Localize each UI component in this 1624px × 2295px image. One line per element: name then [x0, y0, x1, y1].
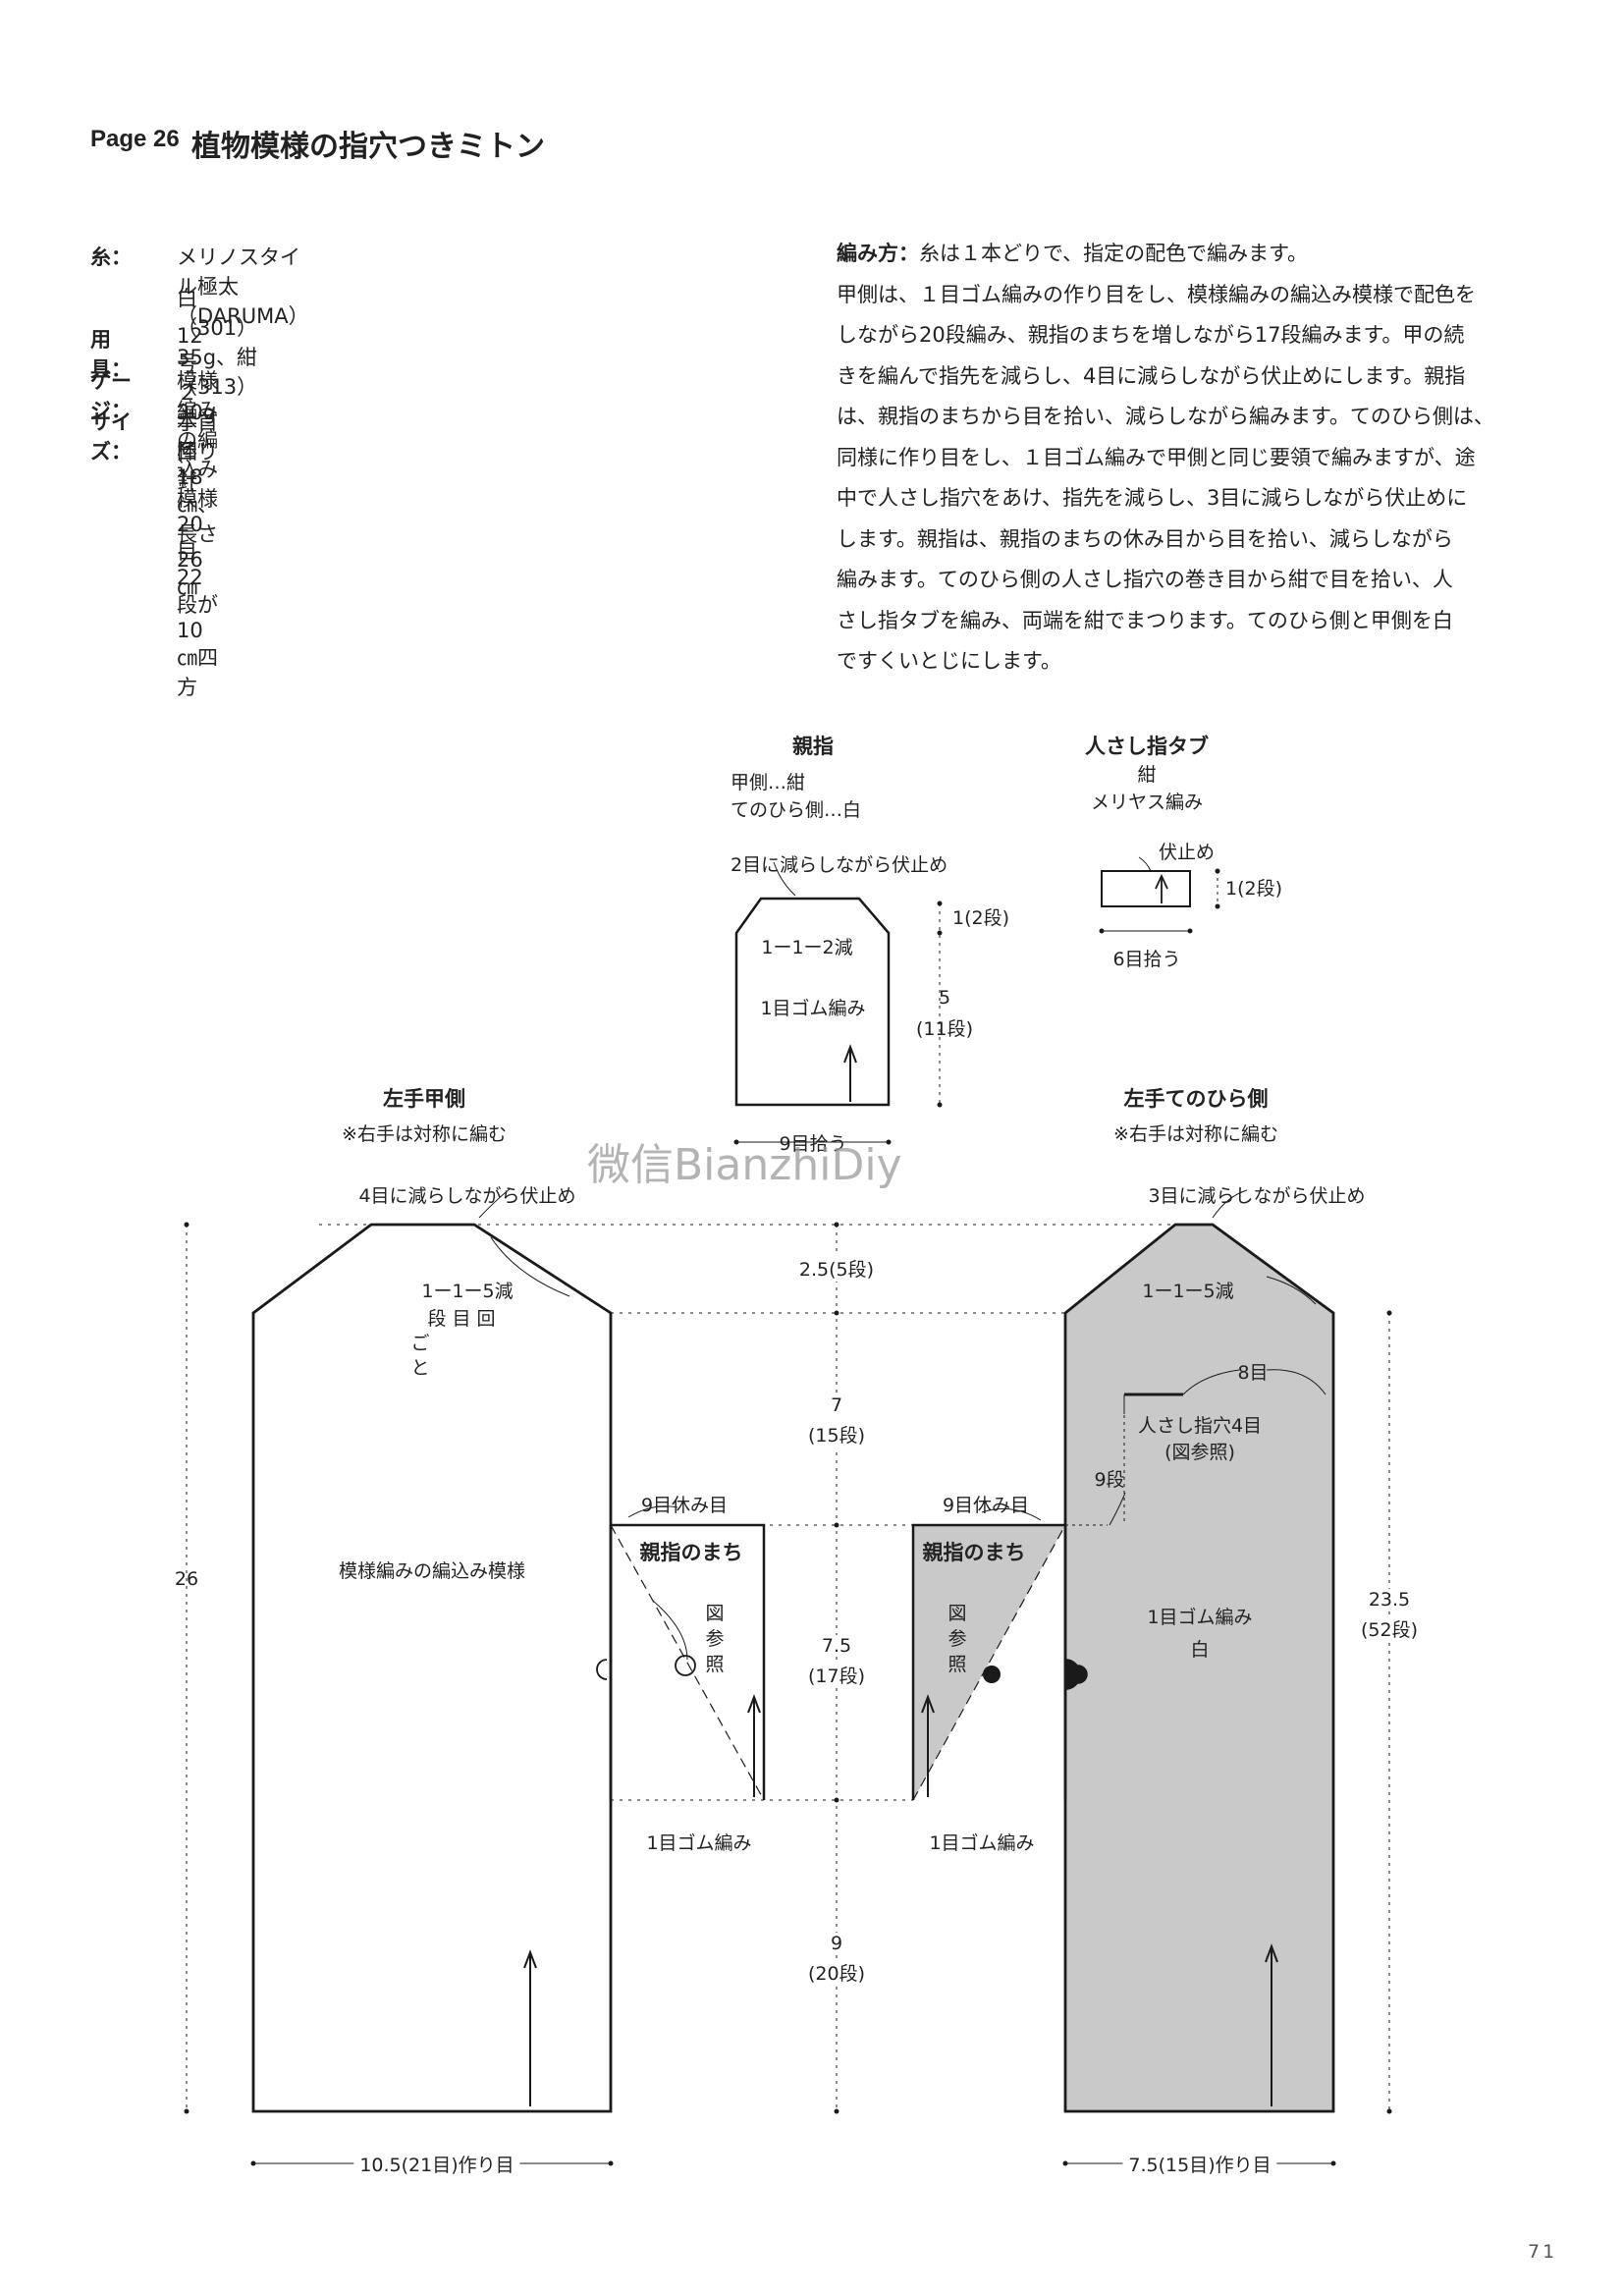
tab-pickup: 6目拾う: [1112, 949, 1181, 970]
left-back-caston: 10.5(21目)作り目: [353, 2151, 520, 2177]
index-hole-label: 人さし指穴4目: [1137, 1415, 1263, 1437]
left-back-decrease: 1ー1ー5減: [421, 1281, 514, 1302]
spec-key: 用具：: [90, 328, 132, 381]
left-back-ref-2: 参: [705, 1628, 725, 1650]
spec-value: 12号２本棒針: [177, 324, 203, 493]
thumb-rib: 1目ゴム編み: [760, 998, 866, 1019]
left-palm-rest-stitches: 9目休み目: [942, 1495, 1030, 1516]
left-palm-ref-2: 参: [947, 1628, 967, 1650]
method-line: 中で人さし指穴をあけ、指先を減らし、3目に減らしながら伏止めに: [837, 486, 1468, 510]
spec-value: 白（301）35g、紺（313）30g: [177, 287, 258, 424]
method-line: は、親指のまちから目を拾い、減らしながら編みます。てのひら側は、: [837, 405, 1494, 428]
left-back-title: 左手甲側: [383, 1087, 465, 1111]
left-back-decrease-legend-2: ご: [410, 1333, 430, 1354]
thumb-pickup: 9目拾う: [779, 1133, 847, 1155]
thumb-title: 親指: [792, 735, 834, 758]
left-back-gusset: [596, 1505, 766, 1801]
tab-stitch: メリヤス編み: [1090, 792, 1204, 813]
method-line: ですくいとじにします。: [837, 649, 1061, 673]
left-back-decrease-legend: 段 目 回: [427, 1308, 496, 1330]
left-back-rib: 1目ゴム編み: [646, 1832, 752, 1854]
thumb-bindoff: 2目に減らしながら伏止め: [731, 854, 948, 876]
thumb-decrease: 1ー1ー2減: [761, 937, 853, 958]
thumb-piece: [733, 861, 943, 1145]
left-back-piece: [184, 1187, 614, 2166]
dim-cuff: 9: [827, 1933, 846, 1954]
tab-bindoff: 伏止め: [1159, 842, 1216, 863]
thumb-note-back: 甲側…紺: [731, 772, 806, 793]
page-number: 71: [1528, 2241, 1558, 2263]
method-line: 編みます。てのひら側の人さし指穴の巻き目から紺で目を拾い、人: [837, 568, 1453, 591]
left-back-gusset-label: 親指のまち: [639, 1541, 743, 1564]
index-hole-rows: 9段: [1094, 1469, 1125, 1491]
dim-top: 2.5(5段): [795, 1255, 878, 1282]
left-back-ref: 図: [705, 1603, 725, 1624]
method-line: さし指タブを編み、両端を紺でまつります。てのひら側と甲側を白: [837, 608, 1453, 632]
left-back-decrease-legend-3: と: [410, 1357, 430, 1379]
page-title: 植物模様の指穴つきミトン: [191, 130, 545, 164]
spec-value: メリノスタイル極太（DARUMA）: [177, 246, 309, 328]
method-line: 糸は１本どりで、指定の配色で編みます。: [919, 242, 1309, 265]
left-palm-gusset: [911, 1492, 1126, 1801]
dim-upper: 7: [827, 1394, 846, 1416]
dim-gusset-rows: (17段): [804, 1662, 869, 1688]
left-palm-decrease: 1ー1ー5減: [1142, 1281, 1234, 1302]
left-palm-ref: 図: [947, 1603, 967, 1624]
left-back-note: ※右手は対称に編む: [342, 1123, 507, 1145]
left-palm-title: 左手てのひら側: [1123, 1087, 1269, 1111]
method-line: しながら20段編み、親指のまちを増しながら17段編みます。甲の続: [837, 323, 1465, 347]
page-label: Page 26: [90, 126, 180, 152]
left-back-bindoff: 4目に減らしながら伏止め: [358, 1185, 576, 1207]
left-palm-piece: [1062, 1189, 1392, 2166]
method-label: 編み方：: [837, 242, 919, 265]
left-back-rest-stitches: 9目休み目: [640, 1495, 729, 1516]
dim-cuff-rows: (20段): [804, 1959, 869, 1986]
left-back-ref-3: 照: [705, 1654, 725, 1675]
index-hole-ref: (図参照): [1164, 1442, 1235, 1463]
watermark: 微信BianzhiDiy: [587, 1140, 902, 1190]
spec-value: 手首回り18㎝、長さ26㎝: [177, 410, 218, 599]
thumb-length: 5: [938, 987, 951, 1009]
left-palm-gusset-label: 親指のまち: [922, 1541, 1026, 1564]
spec-key: 糸：: [90, 246, 132, 269]
finger-tab: [1099, 856, 1220, 934]
left-palm-cuff-rib: 1目ゴム編み: [929, 1832, 1035, 1854]
left-back-length: 26: [174, 1568, 199, 1590]
left-palm-length-rows: (52段): [1357, 1615, 1422, 1642]
thumb-note-palm: てのひら側…白: [731, 799, 862, 821]
method-line: 甲側は、１目ゴム編みの作り目をし、模様編みの編込み模様で配色を: [837, 282, 1476, 306]
spec-key: ゲージ：: [90, 369, 132, 422]
dim-gusset: 7.5: [818, 1635, 855, 1657]
left-palm-rib: 1目ゴム編み: [1147, 1607, 1253, 1628]
left-back-pattern: 模様編みの編込み模様: [338, 1560, 526, 1582]
thumb-top-rows: 1(2段): [952, 907, 1010, 929]
left-palm-ref-3: 照: [947, 1654, 967, 1675]
left-palm-color: 白: [1190, 1639, 1210, 1661]
tab-color: 紺: [1137, 764, 1157, 786]
tab-rows: 1(2段): [1225, 878, 1283, 900]
dim-upper-rows: (15段): [804, 1421, 869, 1448]
left-palm-note: ※右手は対称に編む: [1113, 1123, 1278, 1145]
left-palm-length: 23.5: [1365, 1589, 1414, 1611]
tab-title: 人さし指タブ: [1085, 735, 1209, 758]
method-line: します。親指は、親指のまちの休み目から目を拾い、減らしながら: [837, 526, 1453, 551]
method-line: きを編んで指先を減らし、4目に減らしながら伏止めにします。親指: [837, 363, 1466, 388]
method-line: 同様に作り目をし、１目ゴム編みで甲側と同じ要領で編みますが、途: [837, 445, 1476, 469]
left-palm-caston: 7.5(15目)作り目: [1122, 2151, 1277, 2177]
thumb-length-rows: (11段): [915, 1018, 974, 1040]
left-palm-side-stitches: 8目: [1237, 1362, 1269, 1384]
knitting-method: 編み方：糸は１本どりで、指定の配色で編みます。 甲側は、１目ゴム編みの作り目をし…: [837, 234, 1563, 683]
left-palm-bindoff: 3目に減らしながら伏止め: [1148, 1185, 1366, 1207]
spec-key: サイズ：: [90, 410, 132, 464]
